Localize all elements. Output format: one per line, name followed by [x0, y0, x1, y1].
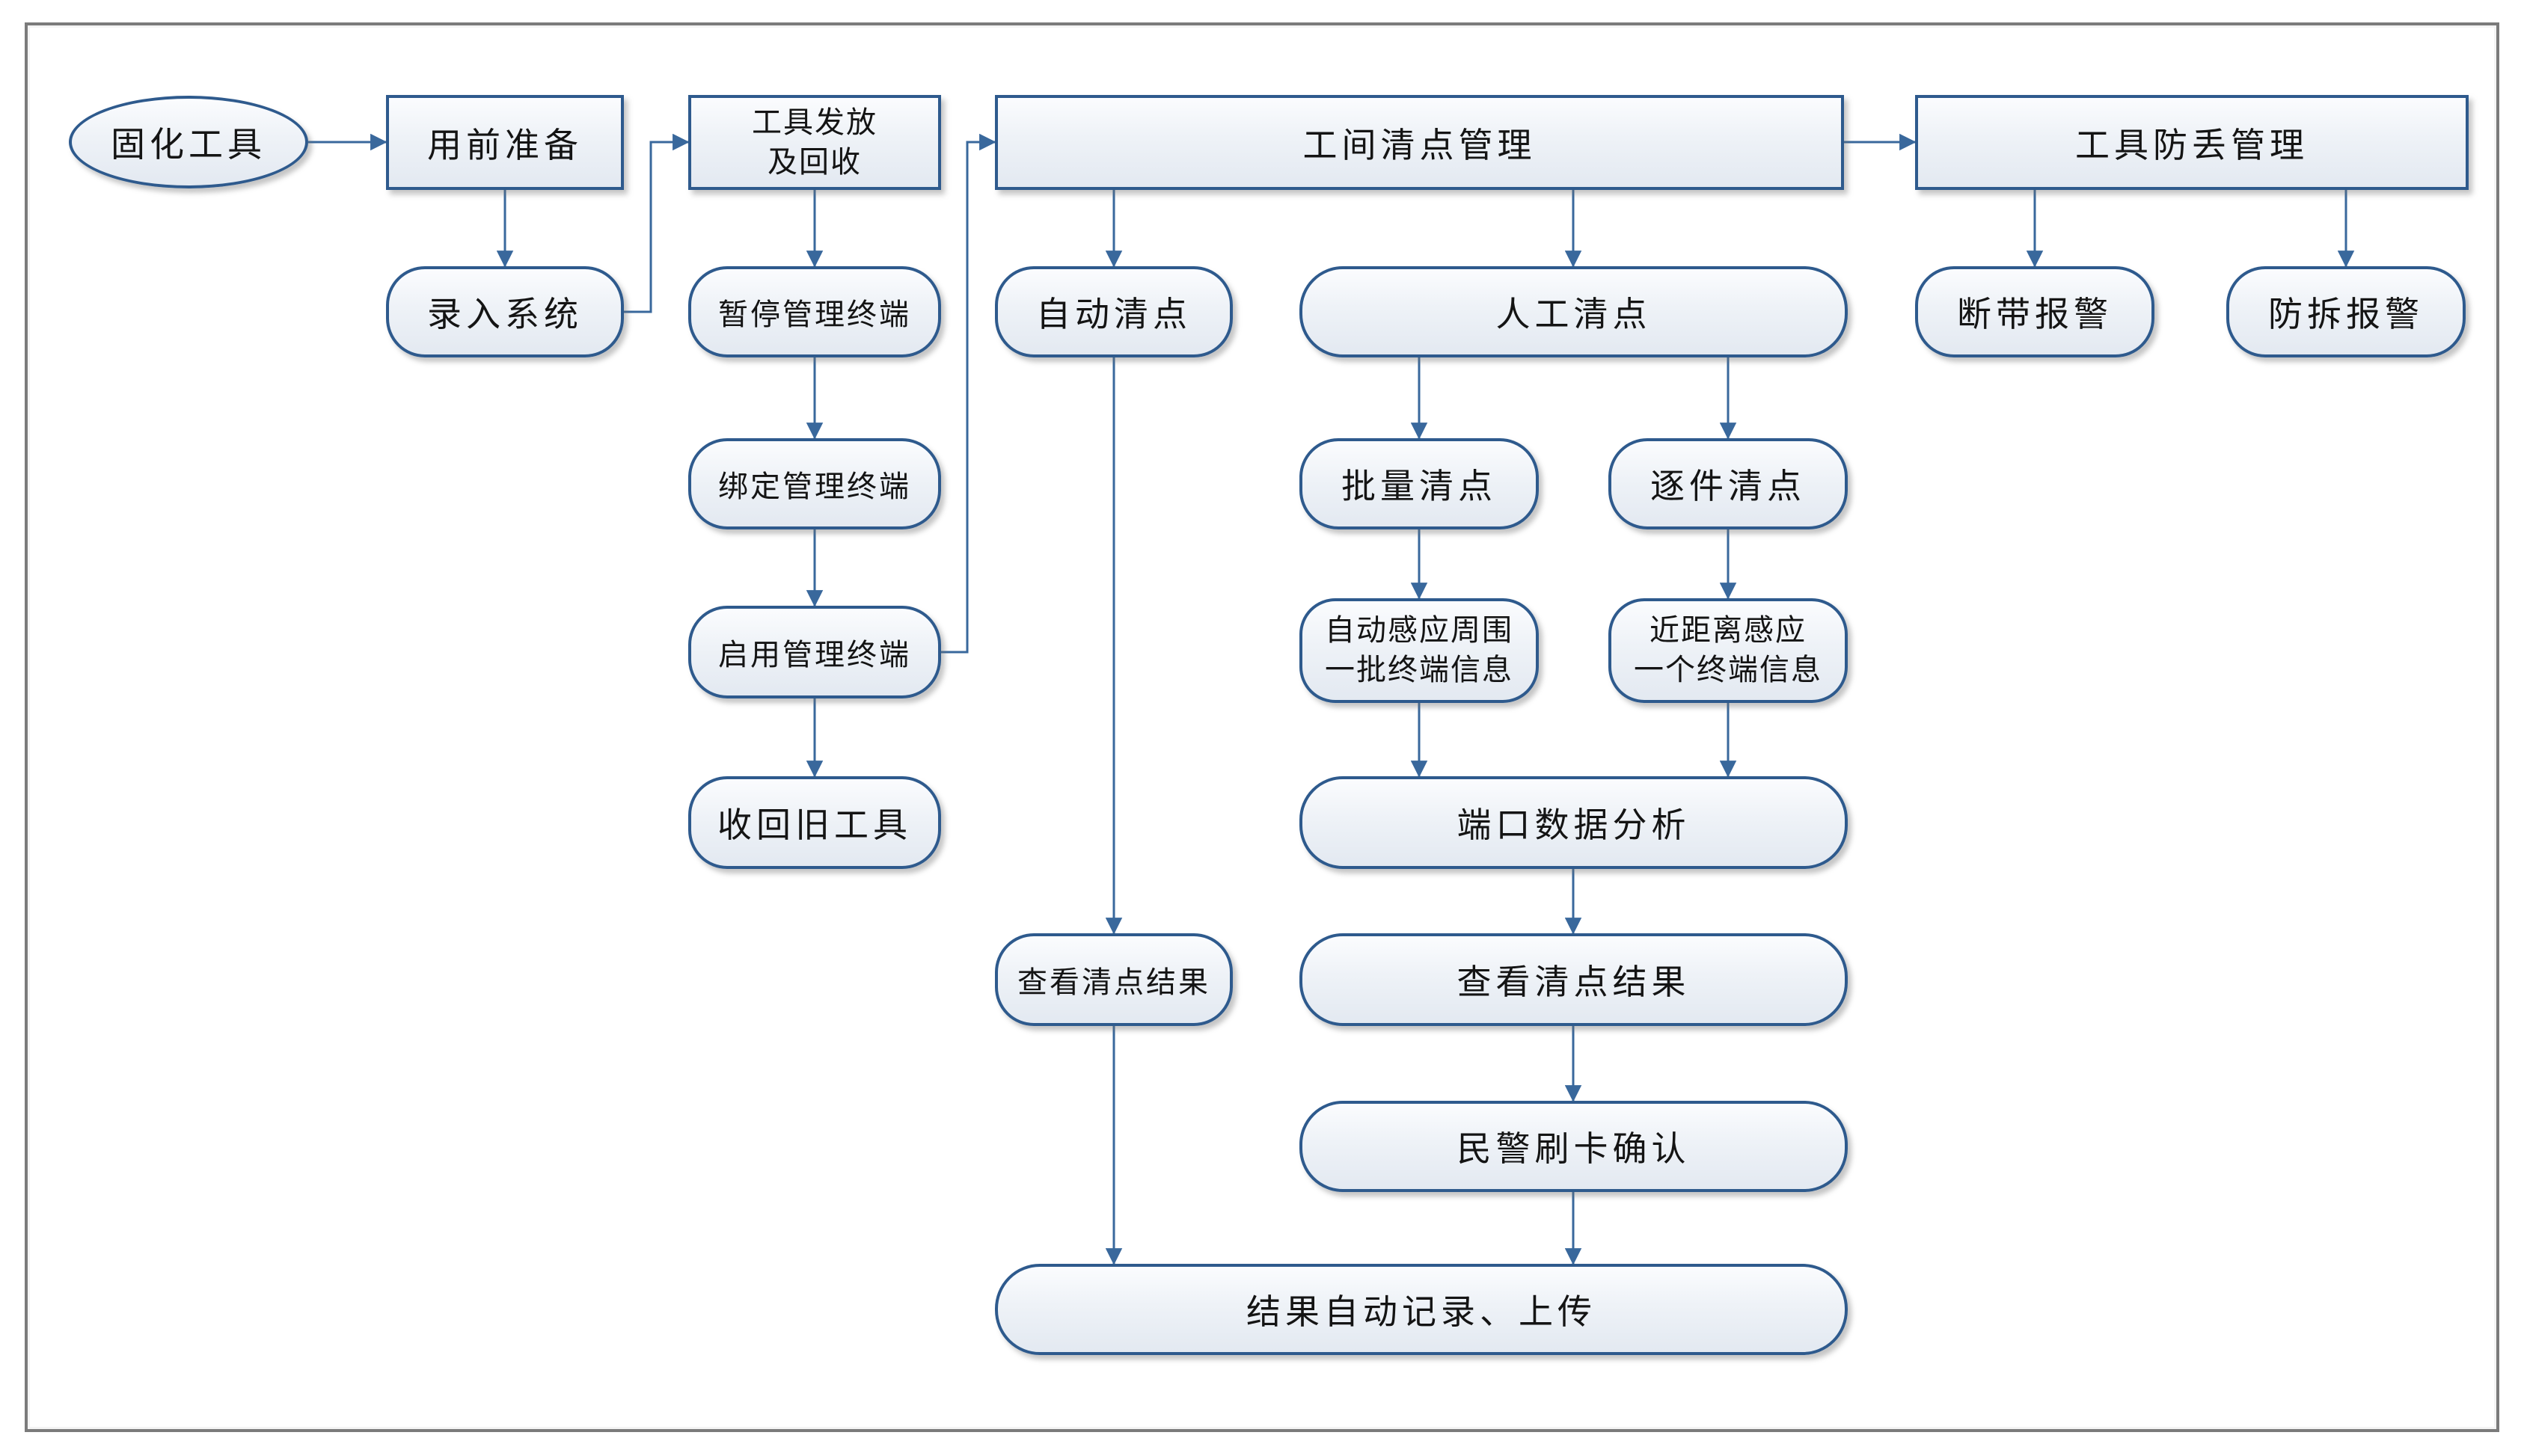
node-label: 固化工具 — [111, 125, 266, 164]
node-label: 录入系统 — [427, 295, 583, 334]
node-batch-count: 批量清点 — [1299, 438, 1539, 529]
node-label-line2: 一批终端信息 — [1325, 654, 1513, 686]
node-tool-antiloss-mgmt: 工具防丢管理 — [1915, 95, 2469, 190]
node-near-sense: 近距离感应 一个终端信息 — [1608, 598, 1848, 703]
node-solidify-tool: 固化工具 — [69, 96, 308, 188]
node-enter-system: 录入系统 — [386, 266, 624, 357]
node-recover-old-tool: 收回旧工具 — [688, 776, 941, 869]
node-workshop-count-mgmt: 工间清点管理 — [995, 95, 1844, 190]
node-label: 启用管理终端 — [718, 639, 911, 672]
node-label: 收回旧工具 — [717, 805, 912, 844]
node-label: 暂停管理终端 — [718, 298, 911, 331]
node-label-line2: 一个终端信息 — [1634, 654, 1822, 686]
node-label: 防拆报警 — [2268, 295, 2424, 334]
node-police-card-confirm: 民警刷卡确认 — [1299, 1101, 1848, 1192]
node-label: 结果自动记录、上传 — [1246, 1292, 1596, 1331]
canvas-border — [25, 22, 2499, 1432]
node-label-line2: 及回收 — [768, 145, 862, 179]
node-result-record-upload: 结果自动记录、上传 — [995, 1264, 1848, 1355]
node-label: 逐件清点 — [1650, 467, 1806, 506]
node-enable-terminal: 启用管理终端 — [688, 606, 941, 698]
node-label: 民警刷卡确认 — [1456, 1129, 1691, 1168]
node-bind-terminal: 绑定管理终端 — [688, 438, 941, 529]
node-strap-break-alarm: 断带报警 — [1915, 266, 2154, 357]
node-manual-count: 人工清点 — [1299, 266, 1848, 357]
node-view-count-result-manual: 查看清点结果 — [1299, 933, 1848, 1026]
node-label: 查看清点结果 — [1456, 962, 1691, 1001]
node-label-line1: 近距离感应 — [1650, 614, 1807, 648]
node-batch-sense: 自动感应周围 一批终端信息 — [1299, 598, 1539, 703]
node-auto-count: 自动清点 — [995, 266, 1233, 357]
node-label: 工间清点管理 — [1302, 125, 1537, 165]
node-label: 端口数据分析 — [1456, 805, 1691, 844]
node-label-line1: 工具发放 — [752, 105, 877, 139]
node-pause-terminal: 暂停管理终端 — [688, 266, 941, 357]
node-label-line1: 自动感应周围 — [1325, 614, 1513, 648]
node-port-data-analysis: 端口数据分析 — [1299, 776, 1848, 869]
node-label: 批量清点 — [1341, 467, 1497, 506]
node-piece-count: 逐件清点 — [1608, 438, 1848, 529]
node-label: 查看清点结果 — [1017, 966, 1210, 999]
node-label: 绑定管理终端 — [718, 470, 911, 503]
node-label: 用前准备 — [427, 125, 583, 165]
node-view-count-result-auto: 查看清点结果 — [995, 933, 1233, 1026]
node-label: 人工清点 — [1495, 295, 1652, 334]
edge-enter-to-issue-elbow — [624, 133, 690, 313]
node-label: 断带报警 — [1957, 295, 2113, 334]
node-pre-use-prep: 用前准备 — [386, 95, 624, 190]
node-label: 工具防丢管理 — [2075, 125, 2309, 165]
node-tamper-alarm: 防拆报警 — [2226, 266, 2466, 357]
node-tool-issue-recycle: 工具发放 及回收 — [688, 95, 941, 190]
edge-enable-to-workshop-elbow — [941, 133, 996, 654]
node-label: 自动清点 — [1036, 295, 1192, 334]
